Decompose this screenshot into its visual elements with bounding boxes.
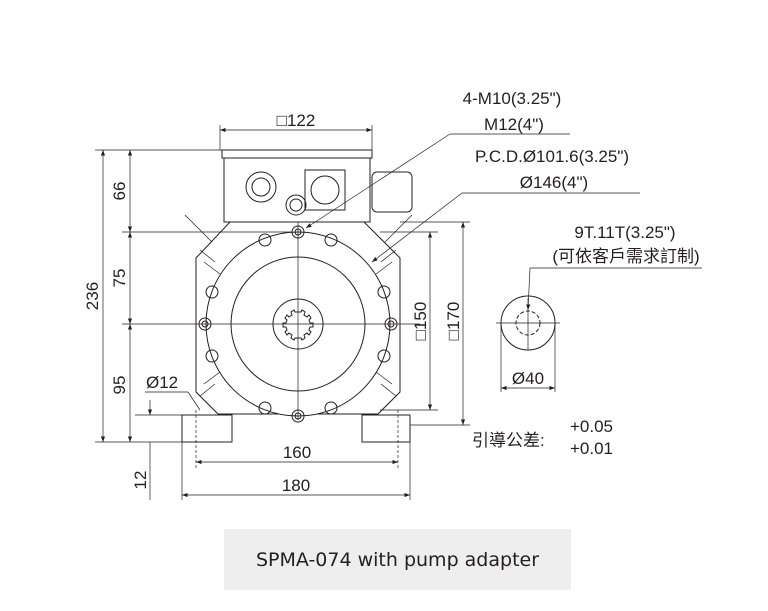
callout-bolt-1: 4-M10(3.25") <box>463 89 562 108</box>
tolerance-upper: +0.05 <box>570 417 613 436</box>
shaft-detail <box>496 295 560 392</box>
junction-box <box>221 149 413 223</box>
dim-top-width: □122 <box>277 111 316 130</box>
dim-foot-hole: Ø12 <box>146 373 178 392</box>
callout-spline-2: (可依客戶需求訂制) <box>552 247 699 266</box>
callout-pcd-1: P.C.D.Ø101.6(3.25") <box>475 147 629 166</box>
bolt-holes <box>198 225 398 423</box>
caption: SPMA-074 with pump adapter <box>224 529 571 590</box>
dim-square-150: □150 <box>411 302 430 341</box>
tolerance-lower: +0.01 <box>570 439 613 458</box>
dim-foot-hole-spacing: 160 <box>283 443 311 462</box>
dim-box-height: 66 <box>110 182 129 201</box>
left-foot <box>181 414 233 443</box>
dim-total-height: 236 <box>83 282 102 310</box>
cable-gland <box>371 171 413 213</box>
dim-upper-height: 75 <box>110 269 129 288</box>
dim-lower-height: 95 <box>110 376 129 395</box>
callout-pcd-2: Ø146(4") <box>520 173 588 192</box>
dim-square-170: □170 <box>444 302 463 341</box>
callout-bolt-2: M12(4") <box>484 115 544 134</box>
right-foot <box>361 414 411 443</box>
dim-foot-thickness: 12 <box>131 471 150 490</box>
cooling-fins <box>184 214 413 397</box>
callout-spline-1: 9T.11T(3.25") <box>574 223 675 242</box>
tolerance-label: 引導公差: <box>472 431 545 450</box>
dimension-lines <box>95 125 702 500</box>
motor-housing <box>160 195 420 470</box>
dim-foot-width: 180 <box>282 476 310 495</box>
dim-shaft-diameter: Ø40 <box>512 369 544 388</box>
